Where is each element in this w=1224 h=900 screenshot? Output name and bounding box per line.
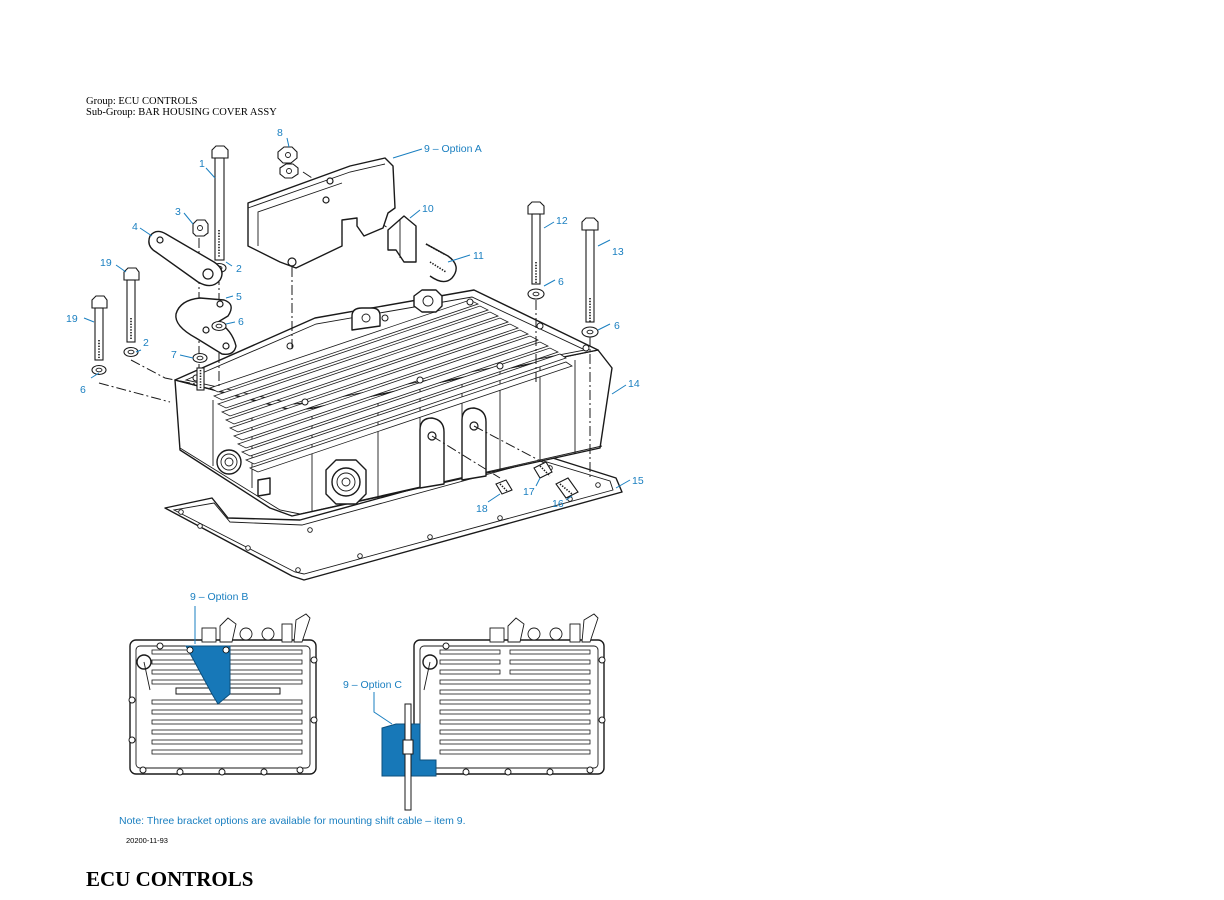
callout-15: 15 xyxy=(632,475,644,487)
washer-item-7 xyxy=(192,352,208,364)
callout-17: 17 xyxy=(523,486,535,498)
connector-left xyxy=(216,449,242,475)
callout-1: 1 xyxy=(199,158,205,170)
group-label: Group: ECU CONTROLS xyxy=(86,96,198,107)
callout-9-option-b: 9 – Option B xyxy=(190,591,248,603)
callout-16: 16 xyxy=(552,498,564,510)
callout-4: 4 xyxy=(132,221,138,233)
connector-front xyxy=(325,459,367,505)
nut-item-3 xyxy=(192,219,209,237)
callout-8: 8 xyxy=(277,127,283,139)
lever-item-4 xyxy=(148,230,223,287)
callout-19a: 19 xyxy=(100,257,112,269)
callout-13: 13 xyxy=(612,246,624,258)
plug-item-18 xyxy=(495,479,513,495)
bracket-option-a xyxy=(247,157,396,269)
callout-5: 5 xyxy=(236,291,242,303)
callout-2b: 2 xyxy=(143,337,149,349)
callout-3: 3 xyxy=(175,206,181,218)
callout-12: 12 xyxy=(556,215,568,227)
option-c-view xyxy=(381,613,606,811)
callout-6a: 6 xyxy=(238,316,244,328)
callout-11: 11 xyxy=(473,250,484,262)
callout-14: 14 xyxy=(628,378,640,390)
bar-housing-cover xyxy=(174,289,613,517)
header-block: Group: ECU CONTROLS Sub-Group: BAR HOUSI… xyxy=(86,96,277,118)
fitting-item-17 xyxy=(533,461,553,479)
subgroup-label: Sub-Group: BAR HOUSING COVER ASSY xyxy=(86,107,277,118)
bracket-options-note: Note: Three bracket options are availabl… xyxy=(119,815,466,827)
callout-18: 18 xyxy=(476,503,488,515)
cooling-fins xyxy=(208,299,573,473)
callout-9-option-a: 9 – Option A xyxy=(424,143,482,155)
callout-10: 10 xyxy=(422,203,434,215)
bolt-item-1 xyxy=(211,145,229,261)
nuts-item-8 xyxy=(277,146,299,179)
clamp-item-10 xyxy=(387,215,417,263)
bolt-item-19-upper xyxy=(123,267,140,343)
callout-2a: 2 xyxy=(236,263,242,275)
bolt-item-12 xyxy=(527,201,545,285)
option-b-view xyxy=(128,613,318,776)
callout-9-option-c: 9 – Option C xyxy=(343,679,402,691)
figure-code: 20200-11-93 xyxy=(126,836,168,845)
callout-6b: 6 xyxy=(558,276,564,288)
callout-labels: 1 2 2 3 4 5 6 6 6 6 7 8 9 – Option A 10 … xyxy=(66,127,644,691)
callout-6d: 6 xyxy=(80,384,86,396)
fitting-item-16 xyxy=(555,477,579,499)
plate-item-5 xyxy=(175,297,237,356)
bolt-item-19-lower xyxy=(91,295,108,361)
callout-7: 7 xyxy=(171,349,177,361)
callout-leaders xyxy=(83,137,631,725)
callout-19b: 19 xyxy=(66,313,78,325)
callout-6c: 6 xyxy=(614,320,620,332)
page-title: ECU CONTROLS xyxy=(86,867,254,891)
u-bolt-item-11 xyxy=(425,243,457,283)
bolt-item-13 xyxy=(581,217,599,323)
